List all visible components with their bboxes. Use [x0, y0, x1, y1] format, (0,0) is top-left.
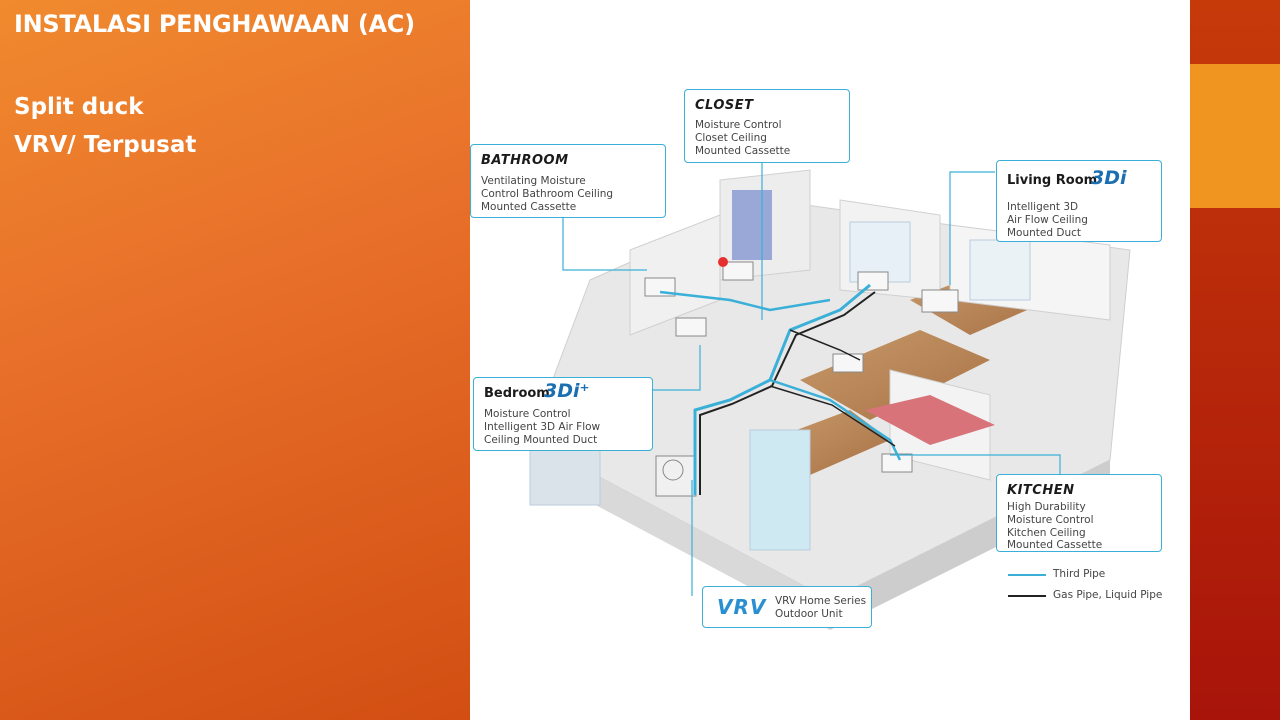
- kitchen-callout: KITCHEN High Durability Moisture Control…: [996, 474, 1162, 552]
- closet-title: CLOSET: [695, 98, 754, 113]
- bedroom-description: Moisture Control Intelligent 3D Air Flow…: [484, 408, 601, 446]
- bathroom-description: Ventilating Moisture Control Bathroom Ce…: [481, 175, 614, 213]
- bullet-item: Split duck: [14, 94, 144, 120]
- bedroom-3di-tag: 3Di⁺: [544, 380, 590, 402]
- slide-title: INSTALASI PENGHAWAAN (AC): [14, 10, 415, 38]
- living-room-title: Living Room: [1007, 173, 1098, 188]
- bullet-item: VRV/ Terpusat: [14, 132, 197, 158]
- bullet-list: Split duck VRV/ Terpusat: [14, 88, 196, 164]
- bathroom-title: BATHROOM: [481, 153, 569, 168]
- vrv-logo: VRV: [717, 595, 767, 619]
- living-room-3di-tag: 3Di: [1091, 167, 1127, 189]
- title-panel: INSTALASI PENGHAWAAN (AC) Split duck VRV…: [0, 0, 470, 720]
- vrv-description: VRV Home Series Outdoor Unit: [775, 595, 867, 620]
- legend-third-pipe-line: [1008, 574, 1046, 576]
- bathroom-callout: BATHROOM Ventilating Moisture Control Ba…: [470, 144, 666, 218]
- closet-callout: CLOSET Moisture Control Closet Ceiling M…: [684, 89, 850, 163]
- house-diagram: BATHROOM Ventilating Moisture Control Ba…: [470, 0, 1190, 720]
- legend-third-pipe-label: Third Pipe: [1053, 568, 1106, 580]
- kitchen-title: KITCHEN: [1007, 483, 1075, 498]
- accent-block: [1190, 64, 1280, 208]
- house-illustration: [529, 162, 1131, 630]
- kitchen-description: High Durability Moisture Control Kitchen…: [1007, 501, 1103, 552]
- living-room-description: Intelligent 3D Air Flow Ceiling Mounted …: [1007, 201, 1088, 239]
- vrv-callout: VRV VRV Home Series Outdoor Unit: [702, 586, 872, 628]
- living-room-callout: Living Room 3Di Intelligent 3D Air Flow …: [996, 160, 1162, 242]
- bedroom-title: Bedroom: [484, 386, 550, 401]
- bedroom-callout: Bedroom 3Di⁺ Moisture Control Intelligen…: [473, 377, 653, 451]
- closet-description: Moisture Control Closet Ceiling Mounted …: [695, 119, 791, 157]
- legend-gas-pipe-line: [1008, 595, 1046, 597]
- legend-gas-pipe-label: Gas Pipe, Liquid Pipe: [1053, 589, 1163, 601]
